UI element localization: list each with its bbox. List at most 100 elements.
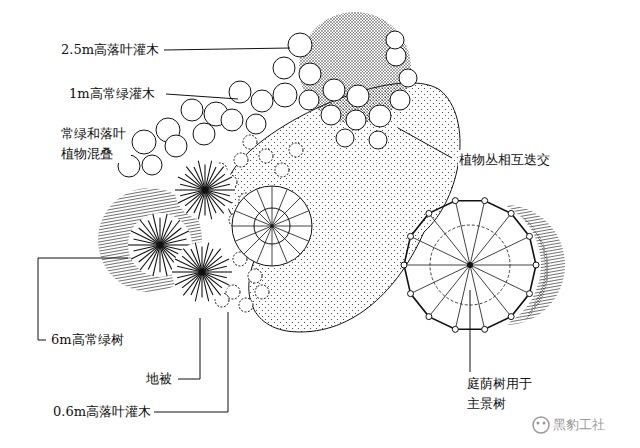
tree-spoke	[272, 186, 273, 226]
tree-spoke	[160, 245, 167, 276]
tree-trunk	[467, 262, 473, 268]
tree-node	[408, 233, 414, 239]
tree-node	[482, 198, 488, 204]
shrub-symbol	[248, 269, 262, 283]
tree-node	[408, 291, 414, 297]
tree-spoke	[194, 167, 205, 190]
tree-node	[482, 326, 488, 332]
tree-spoke	[272, 226, 273, 266]
tree-spoke	[172, 271, 202, 272]
shrub-symbol	[234, 153, 248, 167]
plant-label: 1m高常绿灌木	[68, 84, 156, 104]
tree-spoke	[411, 265, 470, 294]
tree-spoke	[160, 245, 172, 270]
shrub-symbol	[181, 99, 203, 121]
shrub-symbol	[321, 105, 341, 125]
label-holder: 2.5m高落叶灌木	[60, 40, 160, 60]
plant-label: 庭荫树用于主景树	[466, 374, 537, 413]
tree-spoke	[404, 265, 470, 266]
tree-spoke	[205, 184, 230, 190]
tree-node	[452, 326, 458, 332]
shrub-symbol	[251, 90, 273, 112]
plant-label: 0.6m高落叶灌木	[52, 402, 152, 422]
tree-spoke	[470, 213, 511, 265]
plant-label: 2.5m高落叶灌木	[60, 40, 160, 60]
tree-spoke	[202, 272, 209, 301]
tree-spoke	[198, 161, 205, 190]
shrub-symbol	[336, 129, 354, 147]
tree-spoke	[175, 189, 205, 190]
deciduous-tree	[232, 186, 312, 266]
tree-spoke	[470, 265, 536, 266]
tree-spoke	[177, 272, 202, 278]
tree-node	[508, 314, 514, 320]
deciduous-shrubs	[118, 31, 417, 177]
shrub-symbol	[259, 149, 273, 163]
watermark-icon	[533, 417, 549, 433]
tree-spoke	[272, 198, 300, 226]
shrub-symbol	[142, 155, 162, 175]
shrub-symbol	[273, 57, 295, 79]
shrub-symbol	[243, 135, 257, 149]
shrub-symbol	[386, 31, 404, 49]
label-holder: 常绿和落叶植物混叠	[60, 124, 131, 163]
tree-spoke	[411, 236, 470, 265]
shrub-symbol	[273, 83, 297, 107]
tree-spoke	[232, 226, 272, 227]
tree-spoke	[202, 272, 213, 295]
shrub-symbol	[246, 114, 266, 134]
shrub-symbol	[229, 81, 251, 103]
tree-spoke	[470, 265, 485, 329]
tree-node	[401, 262, 407, 268]
shrub-symbol	[299, 90, 319, 110]
tree-spoke	[153, 214, 160, 245]
shrub-symbol	[369, 105, 391, 127]
tree-canopy	[172, 242, 232, 302]
tree-canopy	[175, 160, 235, 220]
shrub-symbol	[369, 131, 387, 149]
tree-spoke	[175, 272, 202, 285]
label-holder: 植物丛相互迭交	[458, 150, 551, 170]
shrub-symbol	[132, 130, 156, 154]
shrub-symbol	[288, 33, 312, 57]
shrub-symbol	[239, 298, 253, 312]
tree-spoke	[133, 245, 160, 251]
plant-label: 植物丛相互迭交	[458, 150, 551, 170]
tree-spoke	[205, 190, 212, 219]
tree-spoke	[244, 226, 272, 254]
watermark: 黑豹工社	[552, 415, 606, 435]
label-holder: 庭荫树用于主景树	[466, 374, 537, 413]
tree-spoke	[235, 226, 272, 241]
shrub-symbol	[323, 79, 345, 101]
tree-trunk	[202, 187, 208, 193]
tree-spoke	[272, 211, 309, 226]
tree-spoke	[202, 259, 229, 272]
tree-spoke	[128, 244, 160, 245]
tree-spoke	[131, 245, 160, 259]
shrub-symbol	[347, 85, 369, 107]
evergreen-trees	[128, 160, 235, 302]
tree-node	[426, 314, 432, 320]
shrub-symbol	[399, 69, 417, 87]
shrub-symbol	[289, 143, 303, 157]
tree-spoke	[160, 231, 189, 245]
tree-spoke	[160, 239, 187, 245]
label-holder: 地被	[145, 369, 173, 389]
tree-spoke	[272, 226, 312, 227]
tree-spoke	[429, 265, 470, 317]
shrub-symbol	[275, 163, 289, 177]
tree-node	[508, 210, 514, 216]
tree-canopy	[232, 186, 312, 266]
shrub-symbol	[299, 63, 321, 85]
tree-spoke	[257, 189, 272, 226]
tree-spoke	[470, 265, 529, 294]
tree-spoke	[148, 220, 160, 245]
shrub-symbol	[390, 90, 410, 110]
tree-spoke	[205, 177, 232, 190]
tree-spoke	[205, 190, 216, 213]
tree-spoke	[272, 226, 287, 263]
tree-spoke	[178, 190, 205, 203]
tree-spoke	[160, 244, 192, 245]
tree-spoke	[244, 198, 272, 226]
